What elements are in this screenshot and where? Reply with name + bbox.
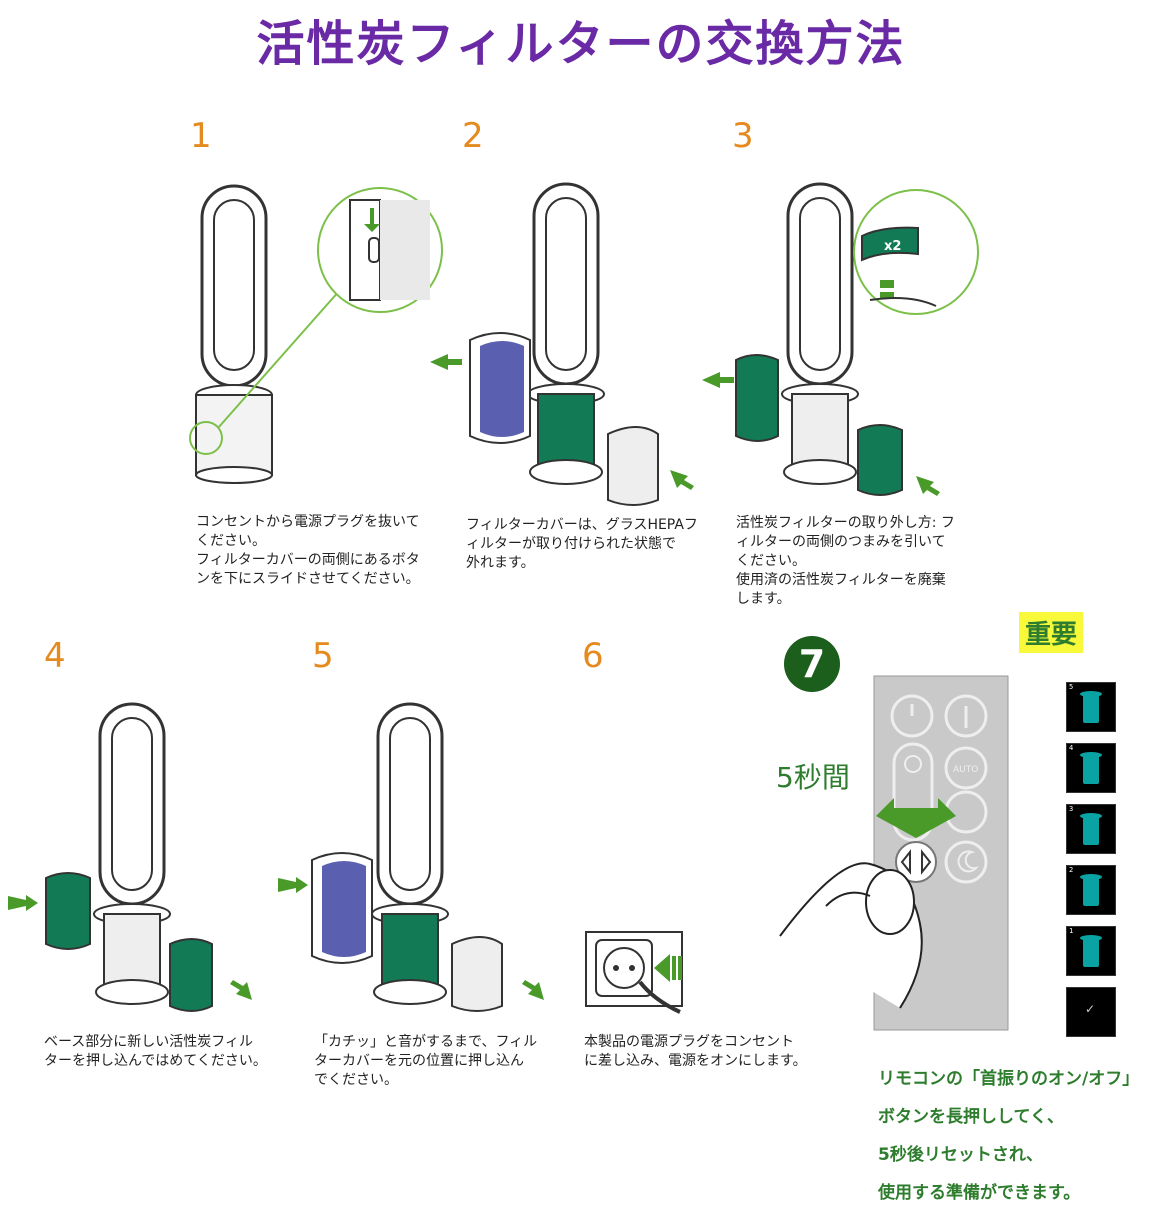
- step2-line: フィルターカバーは、グラスHEPAフ: [466, 517, 698, 533]
- step-number-6: 6: [582, 636, 604, 676]
- step6-line: に差し込み、電源をオンにします。: [584, 1053, 807, 1069]
- step5-illustration: [278, 702, 544, 1012]
- step4-line: ターを押し込んではめてください。: [44, 1053, 267, 1069]
- reset-note: リモコンの「首振りのオン/オフ」 ボタンを長押ししてく、 5秒後リセットされ、 …: [878, 1060, 1162, 1212]
- step3-caption: 活性炭フィルターの取り外し方: フ ィルターの両側のつまみを引いて ください。 …: [736, 514, 986, 609]
- step5-line: 「カチッ」と音がするまで、フィル: [314, 1034, 538, 1050]
- filter-icon: [1080, 691, 1102, 723]
- frame-number: 5: [1069, 683, 1074, 691]
- step3-line: ィルターの両側のつまみを引いて: [736, 534, 946, 550]
- step1-caption: コンセントから電源プラグを抜いて ください。 フィルターカバーの両側にあるボタ …: [196, 513, 458, 589]
- step1-line: ンを下にスライドさせてください。: [196, 571, 420, 587]
- step2-illustration: [430, 182, 694, 506]
- indicator-frame: 3: [1066, 804, 1116, 854]
- reset-indicator-strip: 5 4 3 2 1 ✓: [1066, 682, 1116, 1048]
- step6-line: 本製品の電源プラグをコンセント: [584, 1034, 794, 1050]
- step2-line: ィルターが取り付けられた状態で: [466, 536, 676, 552]
- step-number-2: 2: [462, 116, 484, 156]
- remote-illustration: AUTO: [779, 675, 1009, 1031]
- frame-number: 1: [1069, 927, 1074, 935]
- step4-illustration: [8, 702, 252, 1012]
- indicator-frame: 2: [1066, 865, 1116, 915]
- step-number-4: 4: [44, 636, 66, 676]
- step3-illustration: x2: [702, 182, 979, 496]
- note-line: 使用する準備ができます。: [878, 1183, 1081, 1203]
- x2-label: x2: [884, 239, 901, 254]
- indicator-frame: 1: [1066, 926, 1116, 976]
- filter-icon: [1080, 752, 1102, 784]
- filter-icon: [1080, 935, 1102, 967]
- step1-line: フィルターカバーの両側にあるボタ: [196, 552, 420, 568]
- step3-line: します。: [736, 591, 791, 607]
- note-line: リモコンの「首振りのオン/オフ」: [878, 1069, 1140, 1089]
- step5-line: でください。: [314, 1072, 398, 1088]
- indicator-frame-complete: ✓: [1066, 987, 1116, 1037]
- step2-line: 外れます。: [466, 555, 535, 571]
- important-badge: 重要: [1019, 612, 1084, 653]
- filter-icon: [1080, 874, 1102, 906]
- indicator-frame: 5: [1066, 682, 1116, 732]
- seconds-label: 5秒間: [776, 761, 850, 794]
- note-line: ボタンを長押ししてく、: [878, 1107, 1064, 1127]
- step1-line: ください。: [196, 533, 266, 549]
- step1-line: コンセントから電源プラグを抜いて: [196, 514, 420, 530]
- step6-illustration: [585, 931, 683, 1014]
- frame-number: 2: [1069, 866, 1074, 874]
- step-number-3: 3: [732, 116, 754, 156]
- step1-illustration: [189, 184, 443, 484]
- note-line: 5秒後リセットされ、: [878, 1145, 1043, 1165]
- step3-line: ください。: [736, 553, 806, 569]
- check-icon: ✓: [1085, 1002, 1096, 1016]
- frame-number: 4: [1069, 744, 1074, 752]
- step3-line: 活性炭フィルターの取り外し方: フ: [736, 515, 955, 531]
- step5-caption: 「カチッ」と音がするまで、フィル ターカバーを元の位置に押し込ん でください。: [314, 1033, 564, 1090]
- page-title: 活性炭フィルターの交換方法: [256, 16, 906, 72]
- step-number-7: 7: [784, 636, 840, 692]
- step5-line: ターカバーを元の位置に押し込ん: [314, 1053, 524, 1069]
- indicator-frame: 4: [1066, 743, 1116, 793]
- step2-caption: フィルターカバーは、グラスHEPAフ ィルターが取り付けられた状態で 外れます。: [466, 516, 716, 573]
- oscillation-button: [895, 841, 937, 883]
- step-number-1: 1: [190, 116, 212, 156]
- filter-icon: [1080, 813, 1102, 845]
- step4-line: ベース部分に新しい活性炭フィル: [44, 1034, 254, 1050]
- auto-button-label: AUTO: [953, 765, 978, 775]
- step3-line: 使用済の活性炭フィルターを廃棄: [736, 572, 946, 588]
- step6-caption: 本製品の電源プラグをコンセント に差し込み、電源をオンにします。: [584, 1033, 834, 1071]
- step4-caption: ベース部分に新しい活性炭フィル ターを押し込んではめてください。: [44, 1033, 306, 1071]
- frame-number: 3: [1069, 805, 1074, 813]
- step-number-5: 5: [312, 636, 334, 676]
